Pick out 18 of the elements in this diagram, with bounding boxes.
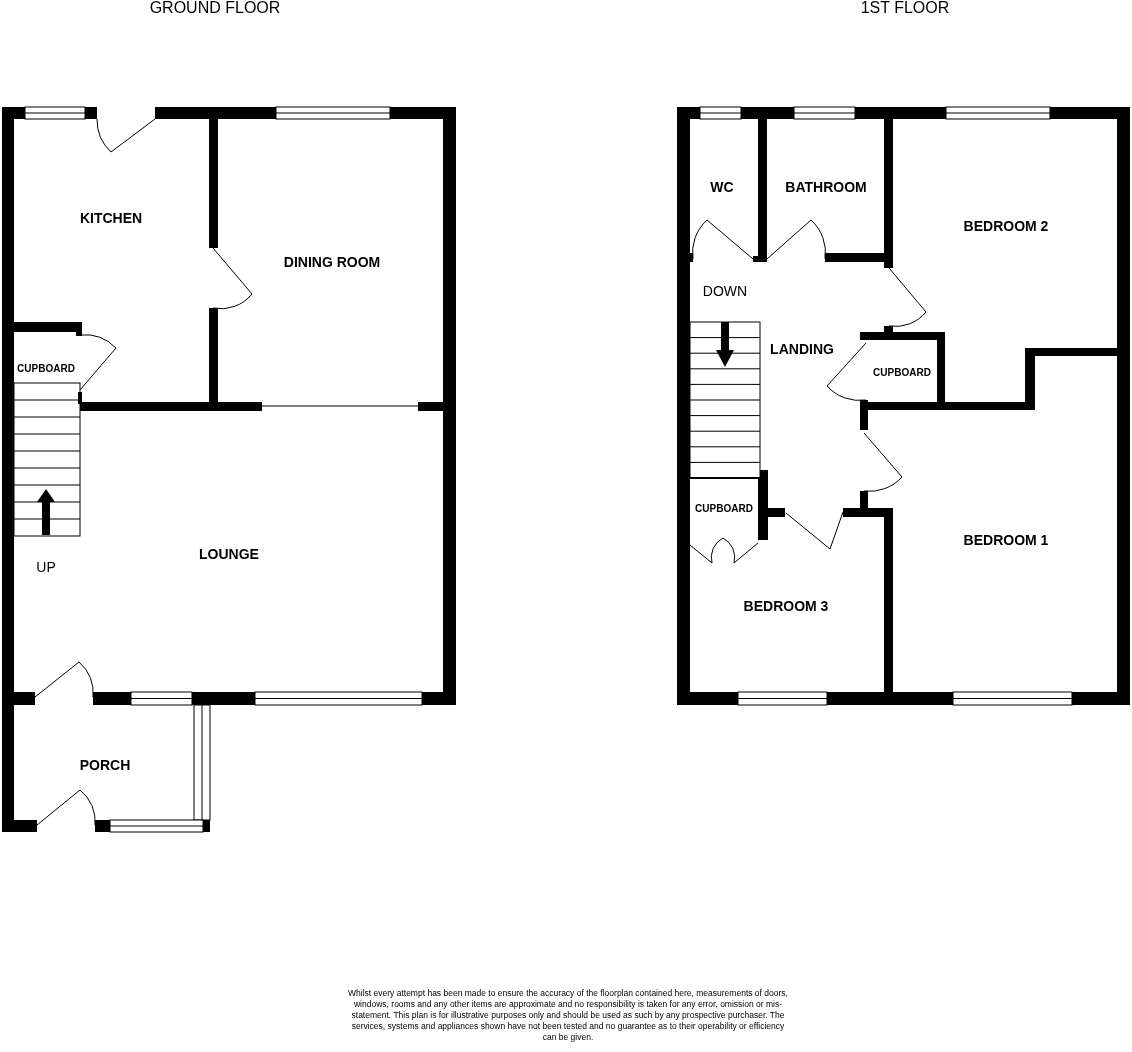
room-label: PORCH: [79, 757, 131, 773]
floor-title: 1ST FLOOR: [860, 0, 950, 17]
room-label: BATHROOM: [785, 179, 867, 195]
room-label: LOUNGE: [199, 546, 259, 562]
stair-direction-label: DOWN: [702, 283, 748, 299]
stair-direction-label: UP: [36, 559, 56, 575]
room-label: BEDROOM 1: [963, 532, 1049, 548]
room-label: CUPBOARD: [695, 502, 753, 514]
room-label: DINING ROOM: [283, 254, 381, 270]
room-label: WC: [710, 179, 734, 195]
room-label: BEDROOM 3: [743, 598, 829, 614]
disclaimer-text: Whilst every attempt has been made to ensure the accuracy of the floorplan contained here, measurements of doors, windows, rooms and any other items are approximate and no responsibility is taken for any error, omission or mis-statement. This plan is for illustrative purposes only and should be used as such by any prospective purchaser. The services, systems and appliances shown have not been tested and no guarantee as to their operability or efficiency can be given.: [348, 988, 788, 1043]
room-label: KITCHEN: [79, 210, 143, 226]
room-label: BEDROOM 2: [963, 218, 1049, 234]
room-label: CUPBOARD: [873, 366, 931, 378]
room-label: CUPBOARD: [17, 362, 75, 374]
room-label: LANDING: [770, 341, 834, 357]
floor-title: GROUND FLOOR: [149, 0, 281, 17]
